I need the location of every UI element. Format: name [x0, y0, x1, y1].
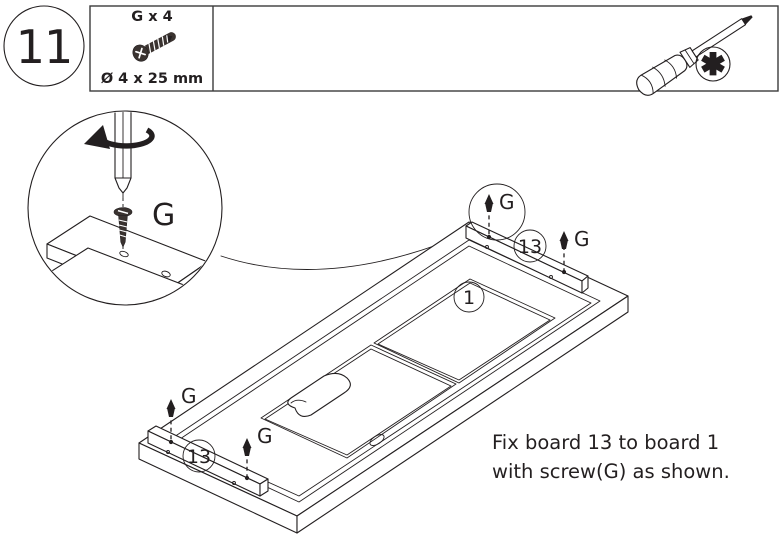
step-number-badge: 11 — [3, 5, 85, 87]
parts-cell: G x 4 — [101, 6, 214, 91]
header-row: 11 G x 4 — [3, 5, 779, 96]
screw-icon — [132, 32, 176, 62]
zoomed-screw-icon — [113, 207, 133, 248]
board-assembly: G G G G 1 13 — [138, 183, 629, 534]
instruction-text: Fix board 13 to board 1 with screw(G) as… — [492, 431, 730, 483]
step-number-circle — [3, 5, 85, 87]
screw-callout-top-right: G — [559, 227, 590, 272]
part-g-label: G x 4 — [131, 9, 172, 25]
screw-callout-top-right-label: G — [574, 227, 590, 251]
part-g-dimension: Ø 4 x 25 mm — [101, 71, 203, 87]
tools-cell — [636, 15, 753, 96]
screw-callout-bottom-right-label: G — [257, 424, 273, 448]
screw-callout-top-left-circle — [468, 183, 526, 241]
screwdriver-icon — [636, 15, 753, 96]
board-1-panel-upper — [373, 278, 556, 384]
board-1-label: 1 — [453, 281, 485, 313]
magnifier-circle — [27, 110, 223, 306]
board-1-front-edge — [296, 295, 629, 534]
screw-callout-bottom-right: G — [242, 424, 273, 478]
rotation-arrow-icon — [84, 125, 155, 149]
board-13-label-top: 13 — [513, 229, 547, 263]
screwdriver-shaft-icon — [114, 112, 132, 201]
board-13-rail-top — [465, 221, 589, 294]
board-1-oval-slot — [287, 372, 351, 417]
board-13-label-bottom: 13 — [182, 439, 216, 473]
board-13-label-top-text: 13 — [518, 236, 542, 258]
board-13-label-bottom-text: 13 — [187, 446, 211, 468]
pozidriv-bit-icon — [695, 46, 731, 82]
board-1-panel-lower-inner — [264, 348, 452, 456]
step-number-text: 11 — [16, 20, 73, 74]
board-1-panel-lower — [260, 344, 457, 459]
screw-callout-top-left: G — [468, 183, 526, 241]
board-1-panel-upper-inner — [377, 282, 551, 381]
board-1-round-hole — [369, 434, 385, 446]
board-13-rail-bottom — [147, 425, 269, 497]
screw-callout-top-left-label: G — [499, 190, 515, 214]
board-1-label-text: 1 — [463, 287, 475, 309]
detail-callout-part-label: G — [152, 198, 175, 233]
instruction-line-1: Fix board 13 to board 1 — [492, 431, 719, 454]
header-frame — [89, 5, 779, 92]
screw-callout-bottom-left-label: G — [181, 384, 197, 408]
screw-callout-bottom-left: G — [166, 384, 197, 441]
instruction-line-2: with screw(G) as shown. — [492, 460, 730, 483]
